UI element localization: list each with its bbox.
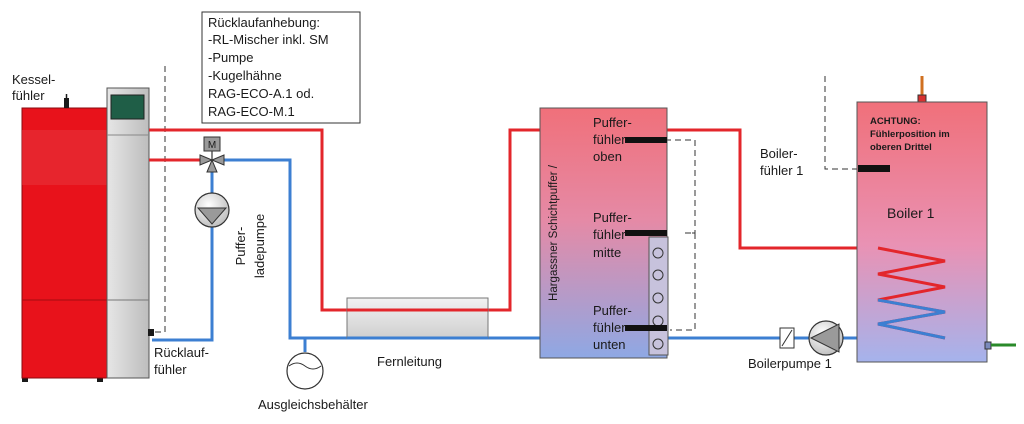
- boiler-inlet-icon: [984, 341, 992, 350]
- signal-lines: [152, 66, 858, 333]
- boilerpumpe-label: Boilerpumpe 1: [748, 356, 832, 371]
- fernleitung-label: Fernleitung: [377, 354, 442, 369]
- info-box-line: -RL-Mischer inkl. SM: [208, 32, 329, 47]
- boiler-fuehler-label: Boiler-: [760, 146, 798, 161]
- ruecklauf-fuehler-label-2: fühler: [154, 362, 187, 377]
- mixer-triangle-right: [210, 154, 225, 166]
- coil-ring-icon: [652, 269, 664, 281]
- puffer-oben-label: oben: [593, 149, 622, 164]
- info-box-line: -Kugelhähne: [208, 68, 282, 83]
- puffer-ladepumpe-label-1: Puffer-: [233, 227, 248, 266]
- puffer-ladepumpe: [194, 192, 230, 228]
- boiler-title: Boiler 1: [887, 205, 935, 221]
- expansion-membrane-icon: [288, 362, 322, 370]
- kessel: [21, 87, 150, 382]
- kessel-fuehler-label-2: fühler: [12, 88, 45, 103]
- boiler-pump-direction-icon: [809, 323, 840, 353]
- kessel-foot-left: [22, 376, 28, 382]
- puffer-sensor-unten-icon: [625, 325, 667, 331]
- ruecklauf-signal-line: [152, 66, 166, 333]
- boiler-coil-cold: [877, 298, 946, 340]
- kessel-display: [110, 94, 145, 120]
- coil-ring-icon: [652, 292, 664, 304]
- kessel-sensor-icon: [64, 98, 69, 108]
- puffer-mitte-label: Puffer-: [593, 210, 632, 225]
- info-box-line: -Pumpe: [208, 50, 254, 65]
- puffer-sensor-oben-icon: [625, 137, 667, 143]
- flow-pipe-boiler: [667, 128, 878, 250]
- achtung-label: Fühlerposition im: [870, 129, 950, 140]
- mixer-motor-icon: [203, 136, 221, 152]
- pump-direction-icon: [196, 207, 228, 225]
- puffer-coil-panel: [648, 236, 669, 356]
- ruecklauf-fuehler-label-1: Rücklauf-: [154, 345, 209, 360]
- puffer-unten-label: unten: [593, 337, 626, 352]
- puffer-tank: [539, 107, 669, 359]
- achtung-label: oberen Drittel: [870, 142, 932, 153]
- boiler-outlet-icon: [917, 94, 927, 103]
- puffer-oben-label: Puffer-: [593, 115, 632, 130]
- kessel-foot-right: [97, 376, 103, 382]
- info-box: Rücklaufanhebung: -RL-Mischer inkl. SM -…: [201, 11, 361, 124]
- achtung-label: ACHTUNG:: [870, 116, 921, 127]
- boilerpumpe: [779, 320, 844, 356]
- mixer-triangle-left: [199, 154, 214, 166]
- info-box-line: RAG-ECO-A.1 od.: [208, 86, 314, 101]
- puffer-unten-label: Puffer-: [593, 303, 632, 318]
- ruecklauf-sensor-icon: [148, 329, 154, 336]
- coil-ring-icon: [652, 247, 664, 259]
- coil-ring-icon: [652, 338, 664, 350]
- return-pipe-pump: [152, 168, 214, 342]
- kessel-column: [106, 87, 150, 379]
- puffer-unten-label: fühler: [593, 320, 626, 335]
- ausgleichsbehaelter-label: Ausgleichsbehälter: [258, 397, 369, 412]
- mixer-valve: M: [199, 136, 225, 173]
- puffer-signal-line-lower: [670, 232, 696, 331]
- info-box-frame: [201, 11, 361, 124]
- boiler-fuehler-label: fühler 1: [760, 163, 803, 178]
- check-valve-mark: [781, 329, 793, 347]
- expansion-vessel-icon: [286, 352, 324, 390]
- kessel-fuehler-label-1: Kessel-: [12, 72, 55, 87]
- puffer-mitte-label: mitte: [593, 245, 621, 260]
- puffer-ladepumpe-label-2: ladepumpe: [252, 214, 267, 278]
- boiler-body: [856, 101, 988, 363]
- info-box-title: Rücklaufanhebung:: [208, 15, 320, 30]
- kessel-highlight: [22, 130, 107, 185]
- ausgleichsbehaelter: [286, 352, 324, 390]
- boiler-sensor-icon: [858, 165, 890, 172]
- schichtpuffer-label: Hargassner Schichtpuffer /: [548, 164, 560, 301]
- puffer-sensor-mitte-icon: [625, 230, 667, 236]
- boiler-signal-line: [824, 76, 858, 170]
- mixer-motor-label: M: [208, 140, 216, 151]
- puffer-signal-line: [665, 139, 696, 234]
- puffer-oben-label: fühler: [593, 132, 626, 147]
- puffer-mitte-label: fühler: [593, 227, 626, 242]
- boiler: [856, 76, 1016, 363]
- mixer-triangle-bottom: [206, 158, 218, 173]
- info-box-line: RAG-ECO-M.1: [208, 104, 295, 119]
- fernleitung-box: [346, 297, 489, 339]
